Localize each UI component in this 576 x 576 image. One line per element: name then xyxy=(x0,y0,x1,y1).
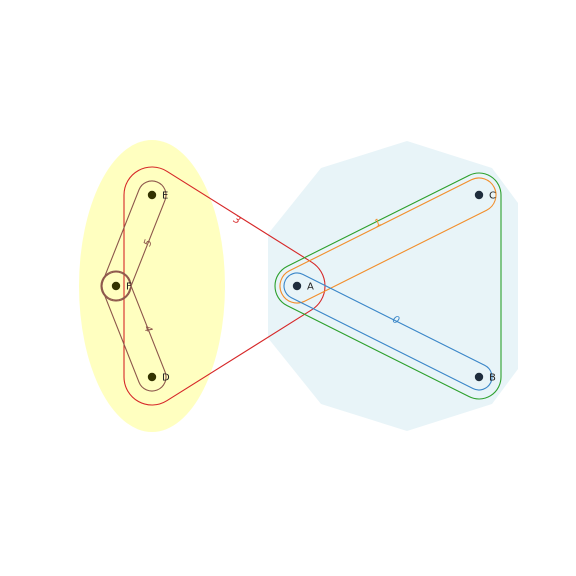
left-group xyxy=(79,140,225,432)
node-A: A xyxy=(292,281,314,293)
edge-label-0: 0 xyxy=(390,314,401,327)
node-F: F xyxy=(111,281,132,293)
hyperedge-2 xyxy=(274,172,502,400)
node-dot-E xyxy=(147,190,157,200)
node-B: B xyxy=(474,372,496,384)
node-label-A: A xyxy=(307,282,314,293)
node-dot-A xyxy=(292,281,302,291)
node-label-B: B xyxy=(489,373,496,384)
hyperedge-6 xyxy=(100,270,132,302)
hyperedge-0 xyxy=(283,272,493,391)
node-dot-B xyxy=(474,372,484,382)
node-label-D: D xyxy=(162,373,170,384)
nodes-layer: A B C D E F xyxy=(111,190,496,384)
node-dot-D xyxy=(147,372,157,382)
node-D: D xyxy=(147,372,170,384)
edge-labels-layer: 3 1 4 5 0 xyxy=(141,214,401,334)
node-C: C xyxy=(474,190,496,202)
edge-label-3: 3 xyxy=(231,214,242,227)
edges-layer xyxy=(100,166,502,406)
hyperedge-5 xyxy=(101,180,167,301)
hyperedge-4 xyxy=(101,271,167,392)
edge-label-1: 1 xyxy=(373,217,384,230)
node-E: E xyxy=(147,190,168,202)
node-dot-C xyxy=(474,190,484,200)
node-label-C: C xyxy=(489,191,496,202)
hyperedge-1 xyxy=(279,177,497,304)
edge-label-5: 5 xyxy=(142,238,155,248)
node-label-E: E xyxy=(162,191,168,202)
node-label-F: F xyxy=(126,282,132,293)
right-group xyxy=(268,141,518,431)
node-dot-F xyxy=(111,281,121,291)
edge-label-4: 4 xyxy=(141,324,154,334)
groups-layer xyxy=(79,140,518,432)
